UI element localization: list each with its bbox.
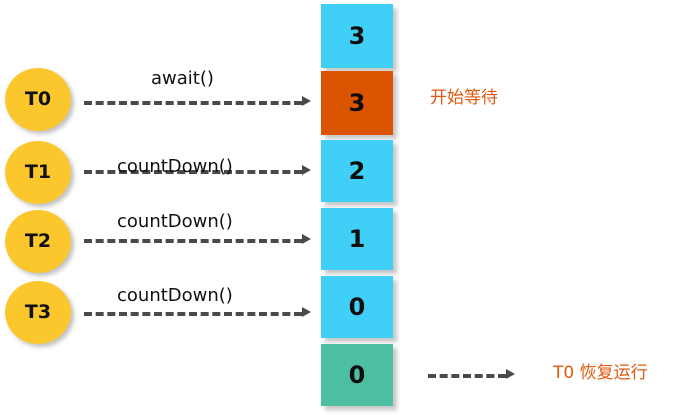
note-t0-resumed: T0 恢复运行	[553, 363, 648, 383]
arrow-t1-to-counter	[84, 161, 312, 183]
thread-node-t0[interactable]: T0	[5, 68, 71, 131]
counter-value: 0	[348, 361, 366, 389]
counter-box-0: 3	[321, 4, 393, 68]
thread-label: T1	[24, 161, 52, 183]
arrow-t2-to-counter	[84, 230, 312, 252]
arrow-t0-to-counter	[84, 92, 312, 114]
counter-box-4: 0	[321, 276, 393, 338]
arrow-line	[84, 101, 302, 105]
counter-value: 3	[348, 22, 366, 50]
thread-node-t3[interactable]: T3	[5, 281, 71, 344]
arrow-t3-to-counter	[84, 303, 312, 325]
thread-label: T0	[24, 88, 52, 110]
thread-node-t2[interactable]: T2	[5, 210, 71, 273]
arrow-head-icon	[302, 165, 311, 175]
call-label-countdown-t3: countDown()	[117, 285, 233, 306]
arrow-line	[84, 239, 302, 243]
arrow-head-icon	[506, 369, 515, 379]
counter-value: 3	[348, 89, 366, 117]
arrow-line	[428, 374, 506, 378]
call-label-countdown-t2: countDown()	[117, 211, 233, 232]
call-label-countdown-t1: countDown()	[117, 156, 233, 177]
thread-node-t1[interactable]: T1	[5, 141, 71, 204]
counter-value: 1	[348, 225, 366, 253]
arrow-head-icon	[302, 96, 311, 106]
thread-label: T2	[24, 230, 52, 252]
arrow-line	[84, 170, 302, 174]
arrow-head-icon	[302, 307, 311, 317]
counter-box-2: 2	[321, 140, 393, 202]
call-label-await: await()	[151, 68, 214, 89]
counter-box-3: 1	[321, 208, 393, 270]
counter-box-1: 3	[321, 71, 393, 135]
arrow-head-icon	[302, 234, 311, 244]
counter-value: 0	[348, 293, 366, 321]
counter-value: 2	[348, 157, 366, 185]
thread-label: T3	[24, 301, 52, 323]
counter-box-5: 0	[321, 344, 393, 406]
note-start-waiting: 开始等待	[430, 88, 498, 108]
arrow-line	[84, 312, 302, 316]
arrow-counter-to-resume	[428, 365, 518, 387]
